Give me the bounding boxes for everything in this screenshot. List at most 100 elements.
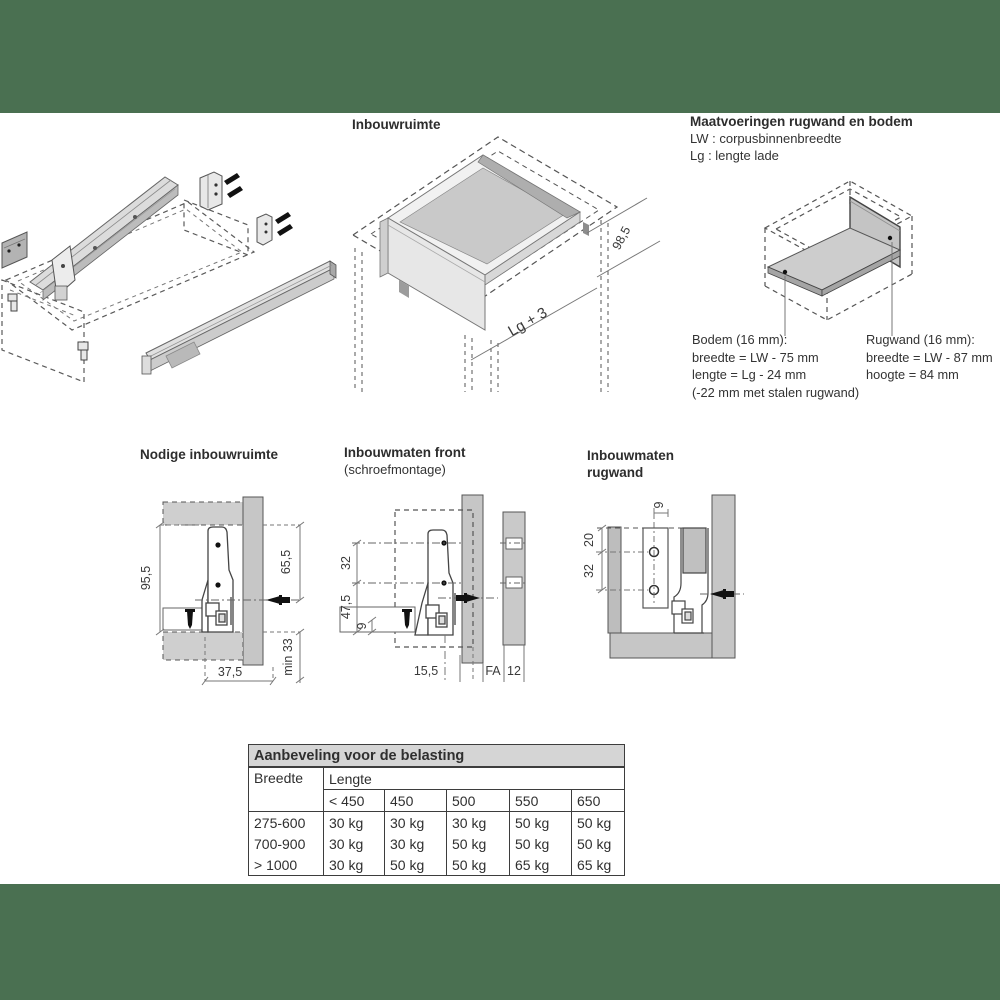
label-patch xyxy=(165,341,201,369)
length-col: 550 xyxy=(509,789,572,812)
dim-depth-label: Lg + 3 xyxy=(505,304,550,340)
page-content: Inbouwruimte xyxy=(0,113,1000,884)
screw-icon xyxy=(456,593,480,603)
load-cell: 30 kg xyxy=(323,833,385,854)
drawer-bottom-dashed-outline xyxy=(4,201,256,331)
rugwand-title: Rugwand (16 mm): xyxy=(866,332,975,347)
front-dashed-outline xyxy=(394,509,474,648)
dim-9-label: 9 xyxy=(355,622,369,629)
screw-icon xyxy=(275,212,293,236)
drawer-bottom-strip xyxy=(162,607,203,631)
length-col: 500 xyxy=(446,789,510,812)
drawer-side-rail xyxy=(29,176,179,301)
rear-bracket xyxy=(256,213,273,246)
bodem-line3: (-22 mm met stalen rugwand) xyxy=(692,384,860,400)
dim-fa-label: FA xyxy=(485,664,501,678)
load-cell: 50 kg xyxy=(446,854,510,876)
bodem-line1: breedte = LW - 75 mm xyxy=(692,349,819,365)
table-length-row: < 450 450 500 550 650 xyxy=(249,789,626,812)
bodem-spec: Bodem (16 mm): breedte = LW - 75 mm leng… xyxy=(692,331,859,401)
rear-wall-dashed-outline xyxy=(183,199,249,256)
side-panel-dashed-outline xyxy=(1,279,85,383)
dim-65-label: 65,5 xyxy=(279,550,293,574)
load-cell: 50 kg xyxy=(570,811,626,833)
rugwand-line2: hoogte = 84 mm xyxy=(866,367,959,382)
legend-lw: LW : corpusbinnenbreedte xyxy=(690,131,842,146)
dim-95-label: 95,5 xyxy=(139,566,153,590)
rugwand-header: Inbouwmaten rugwand xyxy=(587,447,674,481)
screw-icon xyxy=(185,609,195,629)
load-cell: 30 kg xyxy=(384,833,447,854)
breedte-value: 700-900 xyxy=(248,833,324,854)
rugwand-bodem-diagram xyxy=(763,180,914,336)
front-bracket xyxy=(201,526,234,633)
rear-bracket xyxy=(199,171,223,211)
cabinet-top-section xyxy=(162,501,246,526)
bodem-title: Bodem (16 mm): xyxy=(692,332,788,347)
side-latch xyxy=(583,222,589,236)
rugwand-plate xyxy=(642,508,669,609)
screw-icon xyxy=(224,173,243,198)
cabinet-bottom-section xyxy=(162,631,244,661)
cabinet-bottom-panel xyxy=(609,632,713,659)
length-col: 650 xyxy=(570,789,626,812)
exploded-drawer-diagram xyxy=(1,171,337,383)
rugwand-edge xyxy=(607,526,622,634)
cabinet-side-panel xyxy=(711,494,736,659)
table-row: > 1000 30 kg 50 kg 50 kg 65 kg 65 kg xyxy=(248,854,626,876)
dim-375-label: 37,5 xyxy=(218,665,242,679)
front-subtitle: (schroefmontage) xyxy=(344,462,446,477)
drawer-isometric xyxy=(379,154,589,331)
dim-32-label: 32 xyxy=(339,556,353,570)
dim-min33-label: min 33 xyxy=(281,638,295,676)
maatvoeringen-header: Maatvoeringen rugwand en bodem LW : corp… xyxy=(690,113,913,164)
load-cell: 30 kg xyxy=(323,811,385,833)
load-cell: 30 kg xyxy=(446,811,510,833)
mounting-plate xyxy=(1,231,28,269)
front-header: Inbouwmaten front (schroefmontage) xyxy=(344,444,466,478)
fixing-clip xyxy=(7,293,18,312)
screw-icon xyxy=(710,589,734,599)
load-cell: 65 kg xyxy=(509,854,572,876)
breedte-value: 275-600 xyxy=(248,811,324,833)
bottom-green-band xyxy=(0,884,1000,1000)
load-cell: 50 kg xyxy=(509,833,572,854)
bodem-line2: lengte = Lg - 24 mm xyxy=(692,367,807,382)
table-header-row: Breedte Lengte xyxy=(248,766,626,812)
legend-lg: Lg : lengte lade xyxy=(690,148,779,163)
load-cell: 65 kg xyxy=(570,854,626,876)
front-diagram: 32 47,5 9 15,5 FA 12 xyxy=(339,494,528,682)
dim-32-label: 32 xyxy=(582,564,596,578)
rugwand-title-line1: Inbouwmaten xyxy=(587,448,674,463)
rugwand-diagram: 9 20 32 xyxy=(582,494,744,659)
lengte-header: Lengte xyxy=(322,766,626,790)
nodige-title: Nodige inbouwruimte xyxy=(140,447,278,462)
mounting-strip xyxy=(500,511,528,646)
screw-icon xyxy=(266,595,290,605)
dim-475-label: 47,5 xyxy=(339,595,353,619)
table-row: 700-900 30 kg 30 kg 50 kg 50 kg 50 kg xyxy=(248,833,626,854)
table-row: 275-600 30 kg 30 kg 30 kg 50 kg 50 kg xyxy=(248,811,626,833)
rugwand-spec: Rugwand (16 mm): breedte = LW - 87 mm ho… xyxy=(866,331,993,384)
load-cell: 30 kg xyxy=(323,854,385,876)
load-cell: 50 kg xyxy=(384,854,447,876)
top-green-band xyxy=(0,0,1000,113)
load-cell: 50 kg xyxy=(446,833,510,854)
dim-9-label: 9 xyxy=(652,501,666,508)
load-cell: 50 kg xyxy=(570,833,626,854)
dim-12-label: 12 xyxy=(507,664,521,678)
cabinet-side-panel xyxy=(242,496,264,666)
rail-front-bracket xyxy=(51,245,76,297)
front-title: Inbouwmaten front xyxy=(344,445,466,460)
length-col: < 450 xyxy=(323,789,385,812)
load-cell: 50 kg xyxy=(509,811,572,833)
length-col: 450 xyxy=(384,789,447,812)
table-title-row: Aanbeveling voor de belasting xyxy=(247,744,626,768)
table-title: Aanbeveling voor de belasting xyxy=(247,744,626,768)
drawer-front-rail xyxy=(141,260,337,375)
dim-height-label: 98,5 xyxy=(610,224,634,252)
nodige-diagram: 95,5 65,5 min 33 37,5 xyxy=(139,496,305,686)
maatvoeringen-title: Maatvoeringen rugwand en bodem xyxy=(690,114,913,129)
load-recommendation-table: Aanbeveling voor de belasting Breedte Le… xyxy=(247,744,626,876)
